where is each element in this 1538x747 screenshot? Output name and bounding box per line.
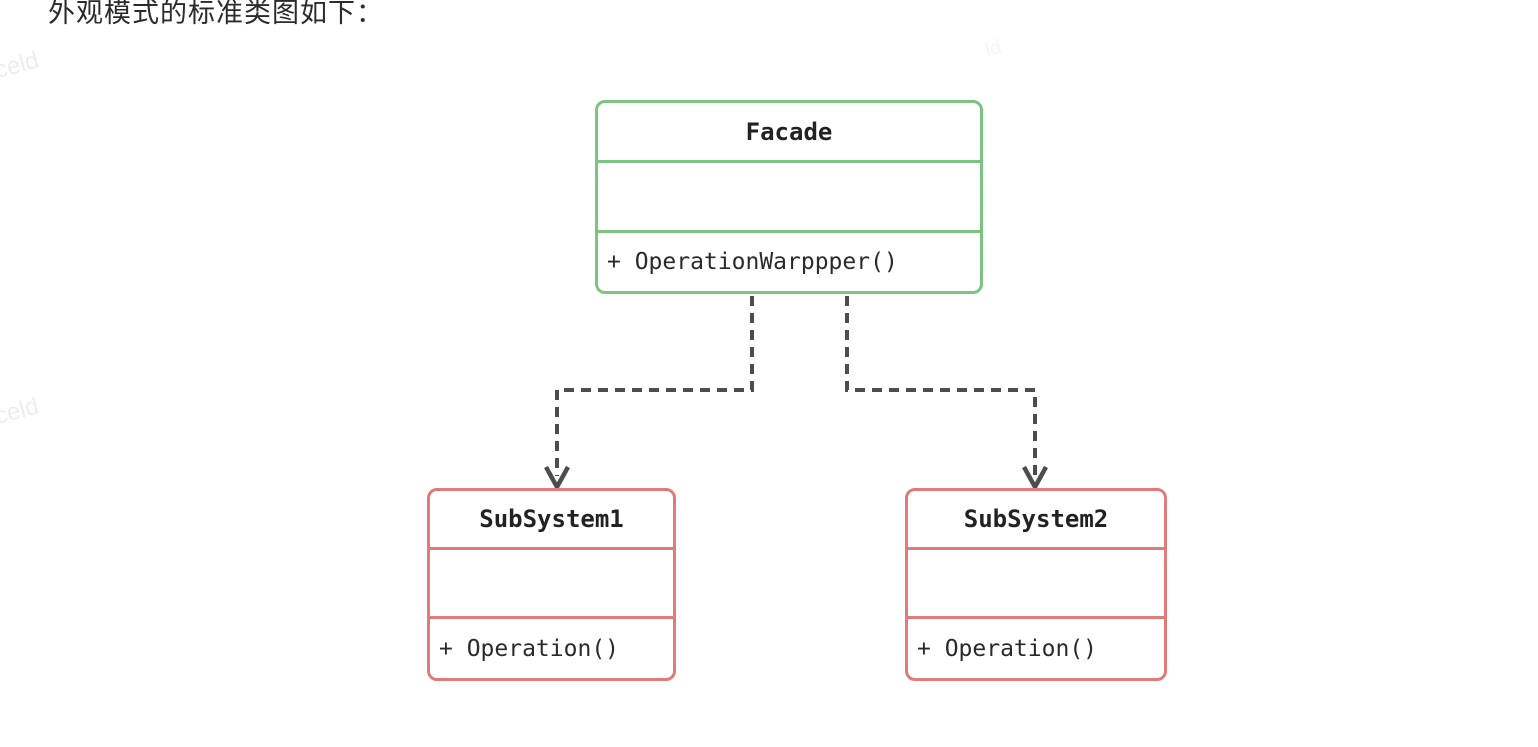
class-attributes bbox=[598, 163, 980, 233]
class-name: SubSystem1 bbox=[430, 491, 673, 550]
class-methods: + Operation() bbox=[439, 635, 620, 662]
class-methods: + Operation() bbox=[917, 635, 1098, 662]
class-attributes bbox=[430, 550, 673, 619]
open-arrowhead-icon bbox=[544, 465, 570, 492]
class-name: SubSystem2 bbox=[908, 491, 1164, 550]
uml-class-facade: Facade + OperationWarppper() bbox=[595, 100, 983, 294]
open-arrowhead-icon bbox=[1022, 465, 1048, 492]
uml-class-subsystem2: SubSystem2 + Operation() bbox=[905, 488, 1167, 681]
uml-class-subsystem1: SubSystem1 + Operation() bbox=[427, 488, 676, 681]
dependency-arrow-facade-to-subsystem2 bbox=[845, 296, 1048, 492]
class-methods: + OperationWarppper() bbox=[607, 249, 898, 275]
dependency-arrow-facade-to-subsystem1 bbox=[544, 296, 754, 492]
page-title: 外观模式的标准类图如下： bbox=[48, 0, 384, 28]
class-name: Facade bbox=[598, 103, 980, 163]
class-attributes bbox=[908, 550, 1164, 619]
